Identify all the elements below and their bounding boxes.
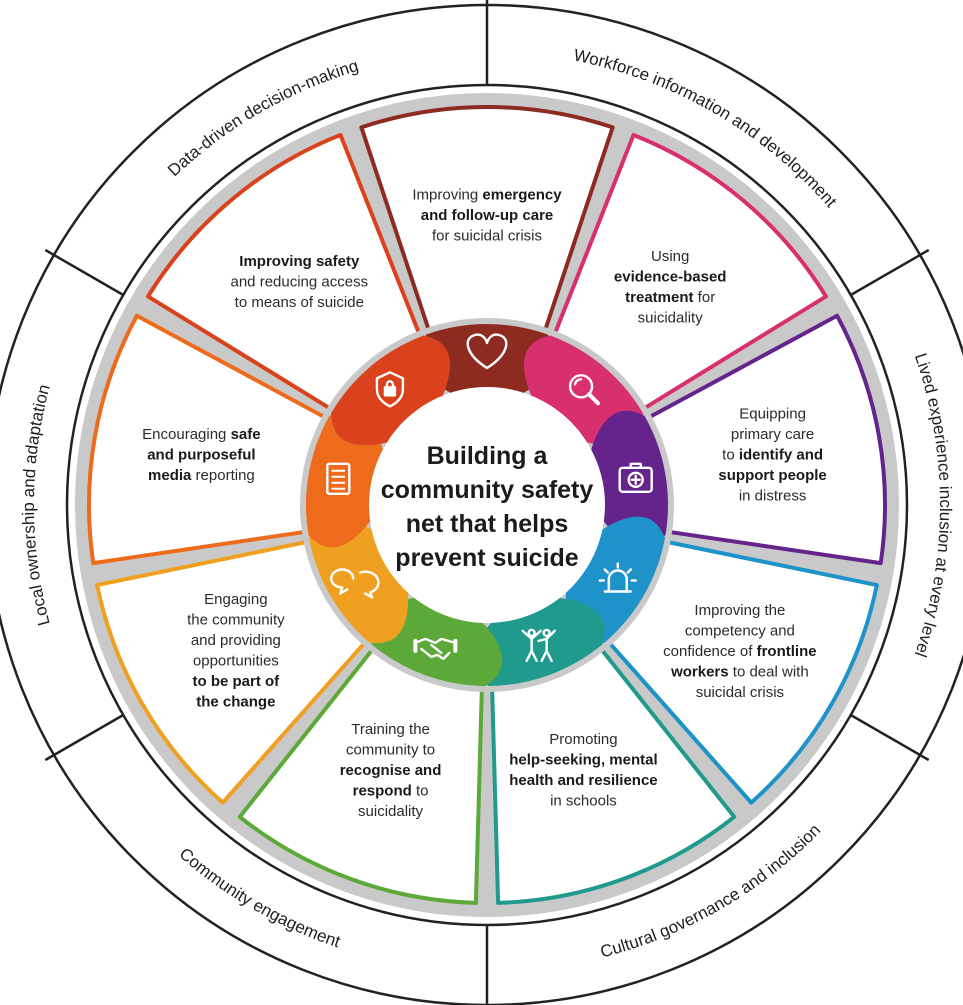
segment-label-run: media [148,467,192,484]
segment-label-run: recognise and [340,762,442,779]
segment-label-run: in distress [739,488,807,505]
segment-label-run: frontline [757,643,817,660]
segment-label-emergency-care: Improving emergency and follow-up care for… [412,187,562,245]
segment-label-run: and follow-up care [421,207,554,224]
segment-label-media-reporting: Encouraging safe and purposeful media repo… [142,426,260,484]
magnifier-icon [568,374,601,406]
segment-label-run: for suicidal crisis [432,228,542,245]
center-hub [300,318,674,692]
segment-label-run: and reducing access [231,273,369,290]
segment-label-run: reporting [191,467,254,484]
segment-label-run: and purposeful [147,447,255,464]
segment-label-primary-care: Equipping primary care to identify and supp… [718,406,826,505]
segment-label-evidence-based-treatment: Using evidence-based treatment for suicidal… [614,248,727,327]
segment-label-run: to be part of [193,673,281,690]
children-icon [521,628,556,663]
petal-emergency-care [417,324,557,408]
segment-label-run: emergency [482,187,562,204]
segment-label-run: suicidality [358,803,424,820]
segment-label-run: Improving safety [239,253,360,270]
segment-label-frontline-workers: Improving the competency and confidence of… [663,602,816,701]
outer-divider [44,713,124,762]
segment-label-run: to [722,447,739,464]
segment-label-run: competency and [685,623,795,640]
segment-label-run: Equipping [739,406,806,423]
outer-divider [850,248,930,297]
segment-label-run: and providing [191,632,281,649]
segment-label-run: to [412,782,429,799]
segment-label-schools: Promoting help-seeking, mental health and … [509,731,657,810]
segment-label-run: to means of suicide [235,294,364,311]
segment-label-run: identify and [739,447,823,464]
segment-label-run: Using [651,248,689,265]
segment-label-run: treatment [625,289,693,306]
segment-label-run: suicidal crisis [696,684,784,701]
segment-label-run: support people [718,467,826,484]
segment-label-run: Promoting [549,731,617,748]
outer-divider [850,713,930,762]
segment-label-run: Engaging [204,591,267,608]
outer-divider [44,248,124,297]
segment-label-run: Improving [412,187,482,204]
segment-label-run: help-seeking, mental [509,752,657,769]
segment-label-means-restriction: Improving safety and reducing access to me… [231,253,369,311]
center-title-line: community safety [381,476,594,504]
segment-ring [87,105,887,905]
segment-label-run: evidence-based [614,268,727,285]
segment-label-run: community to [346,741,435,758]
segment-label-run: respond [353,782,412,799]
segment-label-run: for [694,289,716,306]
shield-lock-icon [375,371,405,408]
segment-label-run: suicidality [638,309,704,326]
segment-label-run: the change [196,693,275,710]
hub-center [369,387,605,623]
segment-label-run: health and resilience [509,772,657,789]
center-title-line: Building a [427,442,549,470]
segment-label-run: Training the [351,721,430,738]
segment-label-run: confidence of [663,643,756,660]
segment-label-run: primary care [731,426,814,443]
handshake-icon [413,637,458,661]
segment-label-engaging-community: Engaging the community and providing opport… [187,591,285,711]
segment-label-run: workers [670,664,729,681]
segment-label-run: Encouraging [142,426,230,443]
speech-bubbles-icon [330,568,380,599]
siren-icon [598,562,637,593]
center-title-line: net that helps [406,510,569,538]
segment-label-run: the community [187,611,285,628]
segment-label-run: safe [231,426,261,443]
segment-label-run: to deal with [729,664,809,681]
heart-icon [466,333,508,370]
segment-label-training-community: Training the community to recognise and res… [340,721,442,820]
label-layer: Building a community safety net that helps… [142,187,827,820]
medical-kit-icon [618,462,653,493]
checklist-icon [326,462,351,495]
segment-label-run: Improving the [694,602,785,619]
segment-label-run: in schools [550,793,617,810]
segment-label-run: opportunities [193,652,279,669]
center-title-line: prevent suicide [395,544,578,572]
